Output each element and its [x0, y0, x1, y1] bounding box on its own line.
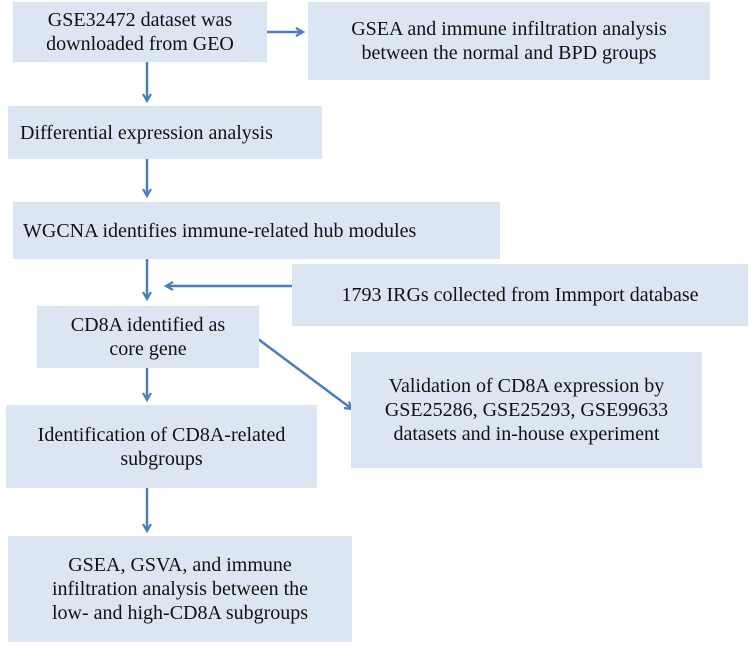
- box-cd8a-core-gene: CD8A identified as core gene: [37, 306, 259, 368]
- box-validation-line-1: Validation of CD8A expression by: [388, 375, 665, 397]
- box-cd8a-subgroups: Identification of CD8A-related subgroups: [6, 405, 317, 488]
- box-validation-cd8a: Validation of CD8A expression by GSE2528…: [351, 352, 702, 468]
- box-validation-line-2: GSE25286, GSE25293, GSE99633: [384, 399, 669, 421]
- box-wgcna-hub-modules: WGCNA identifies immune-related hub modu…: [13, 202, 500, 259]
- box-cd8a-line-1: CD8A identified as: [70, 314, 226, 336]
- box-final-line-1: GSEA, GSVA, and immune: [68, 554, 292, 576]
- box-irgs-line-1: 1793 IRGs collected from Immport databas…: [341, 284, 699, 306]
- box-wgcna-line-1: WGCNA identifies immune-related hub modu…: [23, 219, 417, 242]
- box-final-line-3: low- and high-CD8A subgroups: [51, 602, 309, 624]
- box-gsea-immune-normal-bpd: GSEA and immune infiltration analysis be…: [308, 2, 710, 80]
- box-irgs-immport: 1793 IRGs collected from Immport databas…: [292, 264, 748, 326]
- box-differential-expression: Differential expression analysis: [8, 106, 322, 159]
- box-download-line-2: downloaded from GEO: [46, 33, 234, 55]
- box-validation-line-3: datasets and in-house experiment: [393, 423, 660, 445]
- box-download-line-1: GSE32472 dataset was: [47, 9, 233, 31]
- box-cd8a-line-2: core gene: [109, 338, 187, 360]
- box-diff-expr-line-1: Differential expression analysis: [20, 121, 273, 144]
- box-download-geo: GSE32472 dataset was downloaded from GEO: [13, 2, 267, 62]
- box-final-line-2: infiltration analysis between the: [51, 578, 309, 600]
- box-gsea-immune-line-2: between the normal and BPD groups: [361, 42, 657, 64]
- box-gsea-immune-line-1: GSEA and immune infiltration analysis: [351, 18, 667, 40]
- arrow-cd8a-to-validation: [257, 337, 352, 409]
- box-final-analysis: GSEA, GSVA, and immune infiltration anal…: [8, 536, 352, 642]
- box-subgroups-line-2: subgroups: [120, 447, 203, 470]
- box-subgroups-line-1: Identification of CD8A-related: [37, 423, 286, 446]
